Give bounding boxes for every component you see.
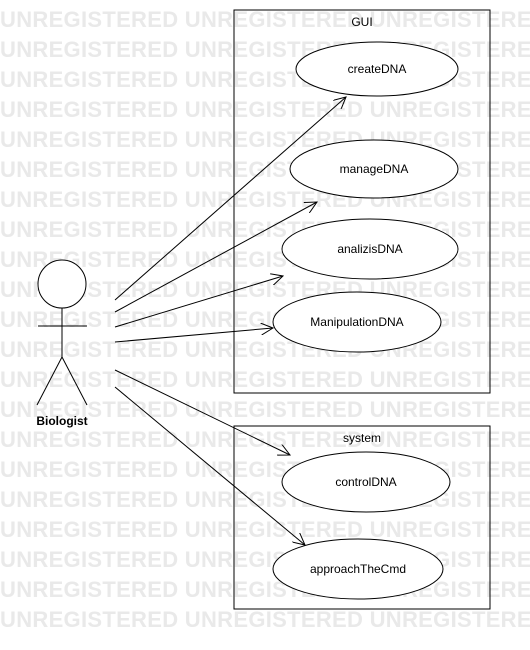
use-case-analizisDNA[interactable]: analizisDNA: [281, 218, 459, 280]
association-manage[interactable]: [114, 202, 317, 313]
system-boundary-system[interactable]: system: [233, 425, 491, 610]
use-case-label: approachTheCmd: [310, 562, 406, 576]
system-boundary-gui[interactable]: GUI: [233, 9, 491, 394]
use-case-manageDNA[interactable]: manageDNA: [289, 139, 459, 199]
actor-head: [37, 259, 87, 309]
use-case-ManipulationDNA[interactable]: ManipulationDNA: [272, 291, 442, 353]
association-create[interactable]: [114, 97, 346, 301]
use-case-label: analizisDNA: [337, 242, 402, 256]
actor-label: Biologist: [36, 414, 87, 428]
association-manipulation[interactable]: [114, 328, 273, 343]
association-analizis[interactable]: [114, 276, 283, 328]
use-case-controlDNA[interactable]: controlDNA: [281, 451, 451, 513]
association-control[interactable]: [114, 369, 290, 455]
actor-biologist[interactable]: Biologist: [36, 259, 88, 428]
use-case-label: createDNA: [348, 62, 407, 76]
system-label-system: system: [343, 431, 381, 445]
actor-left-leg: [36, 356, 63, 406]
use-case-label: controlDNA: [335, 475, 396, 489]
association-approach[interactable]: [114, 386, 305, 545]
associations: [114, 97, 346, 545]
use-case-label: manageDNA: [340, 162, 409, 176]
actor-right-leg: [61, 356, 88, 406]
use-case-createDNA[interactable]: createDNA: [295, 41, 459, 97]
system-label-gui: GUI: [351, 15, 372, 29]
use-case-label: ManipulationDNA: [310, 315, 403, 329]
use-case-approachTheCmd[interactable]: approachTheCmd: [272, 538, 444, 600]
